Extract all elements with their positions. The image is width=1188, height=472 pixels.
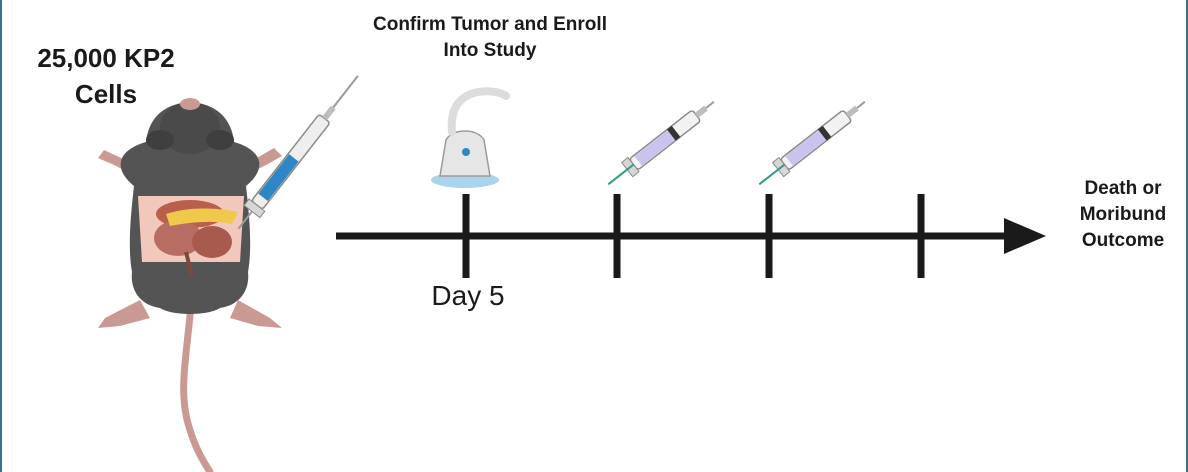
outcome-label: Death or Moribund Outcome: [1060, 176, 1186, 254]
syringe-icon: [754, 95, 871, 192]
day-label: Day 5: [408, 280, 528, 312]
enroll-label-line2: Into Study: [320, 38, 660, 64]
enroll-label: Confirm Tumor and Enroll Into Study: [320, 12, 660, 64]
mouse-tail: [184, 315, 210, 472]
enroll-label-line1: Confirm Tumor and Enroll: [320, 12, 660, 38]
cells-label-line2: Cells: [8, 76, 204, 112]
outcome-label-line1: Death or: [1060, 176, 1186, 202]
ultrasound-probe-icon: [431, 91, 506, 188]
outcome-label-line2: Moribund: [1060, 202, 1186, 228]
cells-label-line1: 25,000 KP2: [8, 40, 204, 76]
cells-label: 25,000 KP2 Cells: [8, 40, 204, 112]
syringe-icon: [603, 95, 720, 192]
outcome-label-line3: Outcome: [1060, 228, 1186, 254]
timeline-arrowhead: [1004, 218, 1046, 254]
